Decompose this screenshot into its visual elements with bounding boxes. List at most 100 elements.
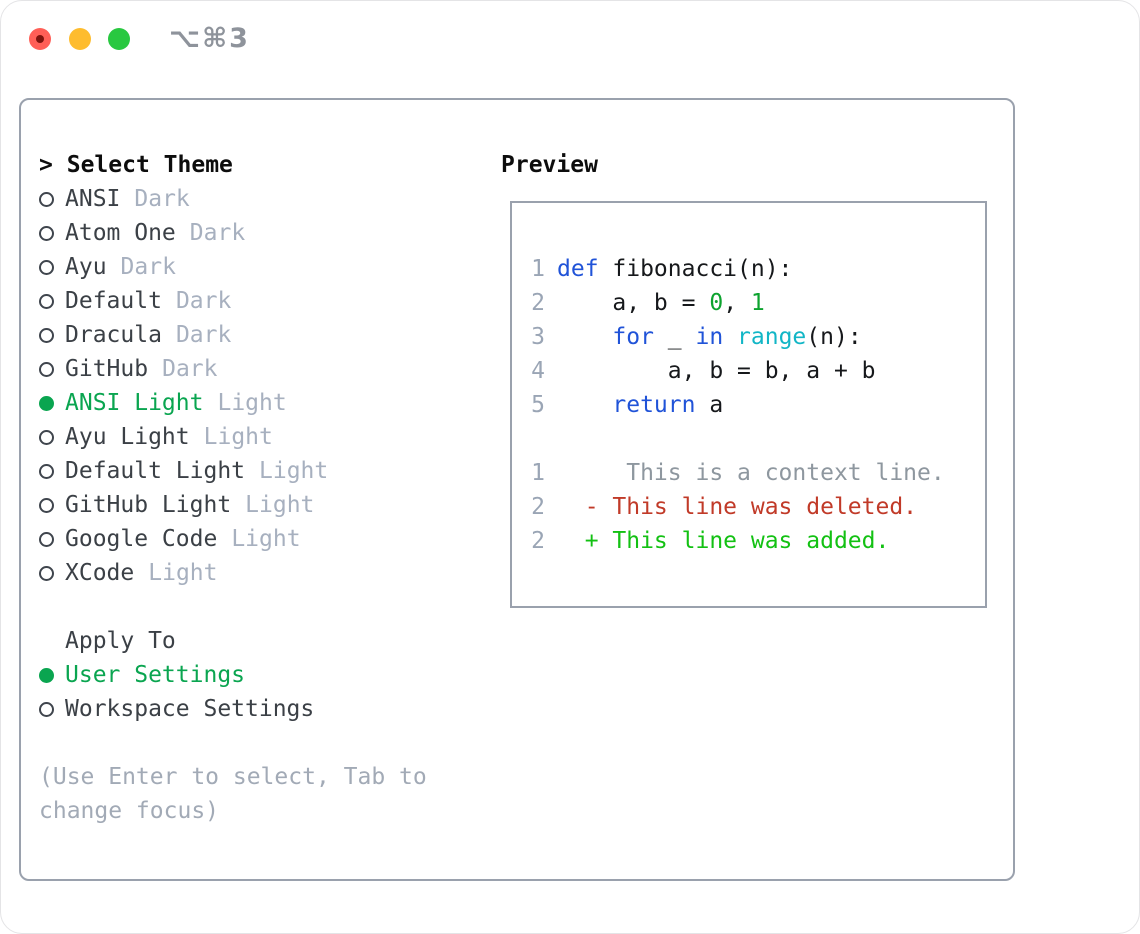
option-label: Default Light: [65, 458, 246, 484]
option-variant-label: Dark: [189, 220, 246, 246]
line-content: + This line was added.: [557, 528, 890, 554]
line-number: 2: [531, 528, 545, 554]
code-line: 2 a, b = 0, 1: [531, 286, 985, 320]
radio-icon: [39, 429, 54, 445]
help-text-line1: (Use Enter to select, Tab to: [39, 764, 427, 790]
radio-icon: [39, 327, 54, 343]
code-line: [531, 422, 985, 456]
theme-option[interactable]: Atom One Dark: [39, 216, 501, 250]
option-variant-label: Dark: [175, 288, 232, 314]
radio-icon: [39, 225, 54, 241]
option-variant-label: Light: [259, 458, 329, 484]
option-label: Ayu Light: [65, 424, 190, 450]
theme-option[interactable]: Default Light Light: [39, 454, 501, 488]
option-label: XCode: [65, 560, 135, 586]
option-variant-label: Light: [245, 492, 315, 518]
spacer: [39, 726, 501, 760]
line-content: This is a context line.: [557, 460, 945, 486]
line-number: 3: [531, 324, 545, 350]
theme-option[interactable]: Ayu Light Light: [39, 420, 501, 454]
apply-to-option[interactable]: User Settings: [39, 658, 501, 692]
radio-icon: [39, 565, 54, 581]
option-variant-label: Dark: [175, 322, 232, 348]
radio-icon: [39, 531, 54, 547]
code-line: 2 + This line was added.: [531, 524, 985, 558]
line-number: 1: [531, 460, 545, 486]
select-theme-header: > Select Theme: [39, 148, 501, 182]
option-label: ANSI: [65, 186, 121, 212]
line-content: def fibonacci(n):: [557, 256, 793, 282]
minimize-button[interactable]: [69, 28, 91, 50]
option-variant-label: Dark: [134, 186, 190, 212]
option-label: ANSI Light: [65, 390, 204, 416]
option-label: Google Code: [65, 526, 218, 552]
option-variant-label: Dark: [120, 254, 176, 280]
theme-option[interactable]: Ayu Dark: [39, 250, 501, 284]
option-variant-label: Light: [148, 560, 218, 586]
code-line: 3 for _ in range(n):: [531, 320, 985, 354]
option-label: Ayu: [65, 254, 107, 280]
code-line: 2 - This line was deleted.: [531, 490, 985, 524]
theme-option[interactable]: GitHub Light Light: [39, 488, 501, 522]
radio-icon: [39, 259, 54, 275]
line-number: 2: [531, 290, 545, 316]
theme-option[interactable]: Google Code Light: [39, 522, 501, 556]
option-variant-label: Light: [231, 526, 301, 552]
line-content: return a: [612, 392, 724, 418]
line-content: a, b = 0, 1: [557, 290, 765, 316]
theme-option[interactable]: Default Dark: [39, 284, 501, 318]
theme-option[interactable]: XCode Light: [39, 556, 501, 590]
code-line: 1 This is a context line.: [531, 456, 985, 490]
theme-option[interactable]: ANSI Light Light: [39, 386, 501, 420]
radio-icon: [39, 701, 54, 717]
line-content: a, b = b, a + b: [557, 358, 876, 384]
cursor-prefix: >: [39, 152, 53, 178]
option-variant-label: Dark: [162, 356, 218, 382]
option-label: User Settings: [65, 662, 246, 688]
option-variant-label: Light: [217, 390, 287, 416]
radio-icon: [39, 191, 54, 207]
option-label: GitHub: [65, 356, 149, 382]
option-variant-label: Light: [203, 424, 273, 450]
select-theme-label: Select Theme: [66, 152, 233, 178]
option-label: GitHub Light: [65, 492, 232, 518]
apply-to-header: Apply To: [65, 628, 176, 654]
window-titlebar: ⌥⌘3: [1, 1, 1139, 76]
help-text-line2: change focus): [39, 798, 220, 824]
code-line: 4 a, b = b, a + b: [531, 354, 985, 388]
radio-icon: [39, 463, 54, 479]
line-number: 5: [531, 392, 545, 418]
line-content: for _ in range(n):: [612, 324, 862, 350]
zoom-button[interactable]: [108, 28, 130, 50]
option-label: Dracula: [65, 322, 162, 348]
line-number: 4: [531, 358, 545, 384]
radio-icon: [39, 293, 54, 309]
theme-option[interactable]: ANSI Dark: [39, 182, 501, 216]
select-theme-title: [53, 152, 67, 178]
radio-selected-icon: [39, 667, 54, 683]
option-label: Atom One: [65, 220, 176, 246]
apply-to-option[interactable]: Workspace Settings: [39, 692, 501, 726]
preview-header: Preview: [501, 152, 598, 178]
line-content: - This line was deleted.: [557, 494, 918, 520]
window-shortcut-label: ⌥⌘3: [169, 23, 250, 54]
theme-option[interactable]: GitHub Dark: [39, 352, 501, 386]
line-number: 2: [531, 494, 545, 520]
theme-option[interactable]: Dracula Dark: [39, 318, 501, 352]
spacer: [39, 590, 501, 624]
code-line: 5 return a: [531, 388, 985, 422]
close-button[interactable]: [29, 28, 51, 50]
radio-icon: [39, 497, 54, 513]
option-label: Default: [65, 288, 162, 314]
radio-icon: [39, 361, 54, 377]
radio-selected-icon: [39, 395, 54, 411]
